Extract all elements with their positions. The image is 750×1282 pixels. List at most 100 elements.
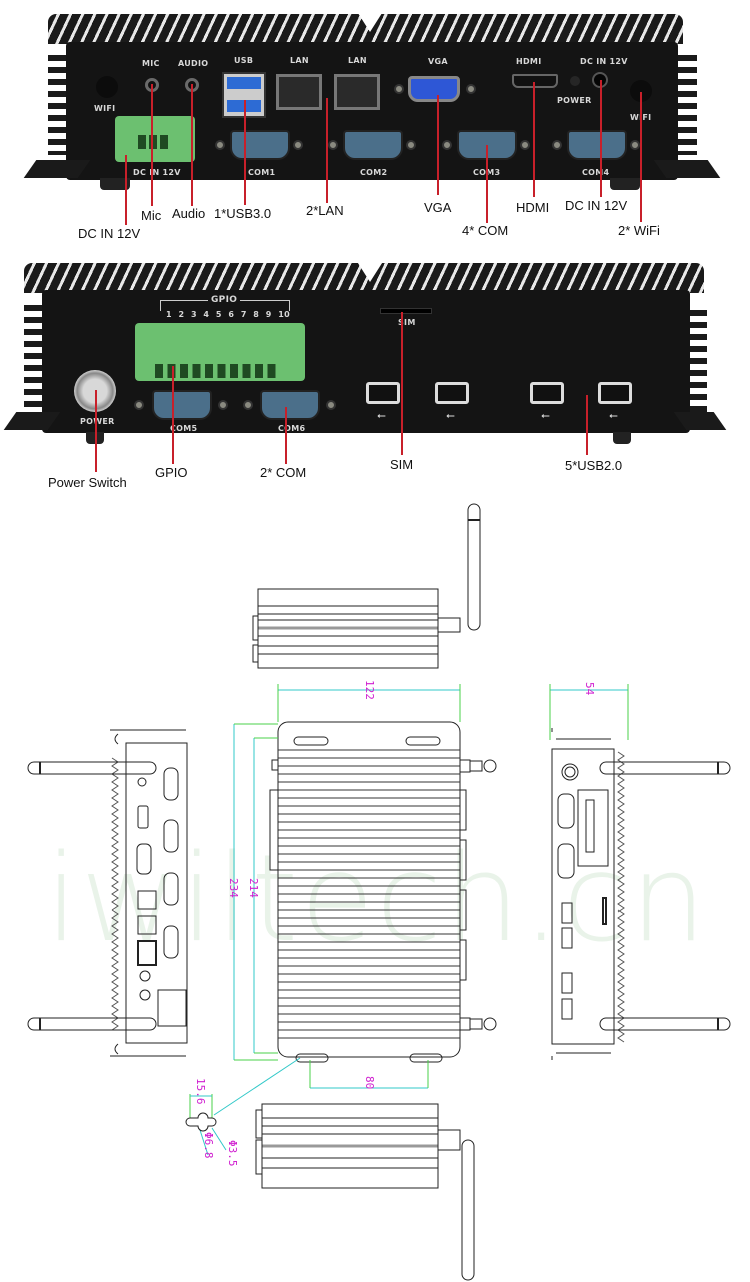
vga-screw-left bbox=[394, 84, 404, 94]
technical-drawing bbox=[27, 503, 731, 1281]
callout-line-usb2 bbox=[586, 395, 588, 455]
dim-width: 122 bbox=[363, 680, 376, 700]
top-view bbox=[269, 721, 497, 1063]
com3-screw-r bbox=[520, 140, 530, 150]
audio-label: AUDIO bbox=[178, 59, 209, 68]
hdmi-label: HDMI bbox=[516, 57, 542, 66]
com6-port[interactable] bbox=[260, 390, 320, 420]
callout-wifi: 2* WiFi bbox=[618, 223, 660, 238]
com5-screw-l bbox=[134, 400, 144, 410]
com1-label: COM1 bbox=[248, 168, 276, 177]
com1-screw-r bbox=[293, 140, 303, 150]
callout-line-sim bbox=[401, 312, 403, 455]
usb2-port-1[interactable] bbox=[366, 382, 400, 404]
vga-screw-right bbox=[466, 84, 476, 94]
usb-icon: ⭠ bbox=[609, 410, 618, 422]
gpio-pin-8: 8 bbox=[253, 310, 260, 319]
callout-hdmi: HDMI bbox=[516, 200, 550, 215]
dc-terminal-label: DC IN 12V bbox=[133, 168, 181, 177]
com2-screw-l bbox=[328, 140, 338, 150]
gpio-pin-5: 5 bbox=[215, 310, 222, 319]
callout-usb2: 5*USB2.0 bbox=[565, 458, 623, 473]
com4-screw-l bbox=[552, 140, 562, 150]
lan2-label: LAN bbox=[348, 56, 367, 65]
side-fins-right bbox=[685, 310, 707, 415]
usb2-port-3[interactable] bbox=[530, 382, 564, 404]
dim-slot-small-dia: Φ3.5 bbox=[226, 1140, 239, 1167]
side-fins-right bbox=[675, 55, 697, 155]
vga-port[interactable] bbox=[408, 76, 460, 102]
gpio-pin-3: 3 bbox=[190, 310, 197, 319]
wifi-left-label: WIFI bbox=[94, 104, 116, 113]
callout-line-lan bbox=[326, 98, 328, 203]
com1-port[interactable] bbox=[230, 130, 290, 160]
lan2-port[interactable] bbox=[334, 74, 380, 110]
com4-screw-r bbox=[630, 140, 640, 150]
wifi-right-connector bbox=[630, 80, 652, 102]
dim-depth: 54 bbox=[583, 682, 596, 696]
dim-slot-length: 15.6 bbox=[194, 1078, 207, 1105]
callout-dc-in-terminal: DC IN 12V bbox=[78, 226, 141, 241]
callout-com: 4* COM bbox=[462, 223, 509, 238]
callout-lan: 2*LAN bbox=[306, 203, 344, 218]
callout-line-vga bbox=[437, 95, 439, 195]
gpio-pin-9: 9 bbox=[265, 310, 272, 319]
callout-line-com bbox=[486, 145, 488, 223]
mount-flange-right bbox=[653, 160, 721, 178]
com2-port[interactable] bbox=[343, 130, 403, 160]
dc-in-top-label: DC IN 12V bbox=[580, 57, 628, 66]
com4-port[interactable] bbox=[567, 130, 627, 160]
dim-hole-spacing: 80 bbox=[363, 1076, 376, 1090]
com1-screw-l bbox=[215, 140, 225, 150]
callout-line-mic bbox=[151, 84, 153, 206]
usb-label: USB bbox=[234, 56, 254, 65]
callout-mic: Mic bbox=[141, 208, 162, 223]
side-fins-left bbox=[48, 55, 70, 155]
callout-line-usb3 bbox=[244, 100, 246, 205]
com5-screw-r bbox=[218, 400, 228, 410]
lan1-port[interactable] bbox=[276, 74, 322, 110]
usb2-port-4[interactable] bbox=[598, 382, 632, 404]
callout-com: 2* COM bbox=[260, 465, 307, 480]
usb3-port-top[interactable] bbox=[227, 77, 261, 89]
gpio-terminal-pins bbox=[155, 364, 280, 378]
rubber-foot-left bbox=[100, 178, 130, 190]
dimension-lines bbox=[189, 684, 629, 1156]
notch bbox=[356, 260, 384, 282]
side-fins-left bbox=[24, 305, 46, 415]
com4-label: COM4 bbox=[582, 168, 610, 177]
callout-audio: Audio bbox=[172, 206, 206, 221]
gpio-pin-4: 4 bbox=[203, 310, 210, 319]
com2-label: COM2 bbox=[360, 168, 388, 177]
wifi-left-connector bbox=[96, 76, 118, 98]
side-view-bottom bbox=[255, 1103, 475, 1281]
com6-screw-r bbox=[326, 400, 336, 410]
callout-line-com bbox=[285, 407, 287, 464]
keyhole-detail bbox=[185, 1112, 217, 1132]
com2-screw-r bbox=[406, 140, 416, 150]
com6-screw-l bbox=[243, 400, 253, 410]
com6-label: COM6 bbox=[278, 424, 306, 433]
callout-line-dc-terminal bbox=[125, 155, 127, 225]
dim-length-inner: 214 bbox=[247, 878, 260, 898]
vga-label: VGA bbox=[428, 57, 448, 66]
com3-screw-l bbox=[442, 140, 452, 150]
gpio-pin-7: 7 bbox=[240, 310, 247, 319]
gpio-pin-1: 1 bbox=[166, 310, 172, 319]
usb2-port-2[interactable] bbox=[435, 382, 469, 404]
callout-vga: VGA bbox=[424, 200, 452, 215]
callout-line-wifi bbox=[640, 92, 642, 222]
gpio-title: GPIO bbox=[208, 295, 241, 305]
sim-slot[interactable] bbox=[380, 308, 432, 314]
callout-line-audio bbox=[191, 84, 193, 206]
callout-line-hdmi bbox=[533, 82, 535, 197]
hdmi-port[interactable] bbox=[512, 74, 558, 88]
power-led-label: POWER bbox=[557, 96, 592, 105]
callout-dc-in-jack: DC IN 12V bbox=[565, 198, 628, 213]
sim-label: SIM bbox=[398, 318, 416, 327]
com5-port[interactable] bbox=[152, 390, 212, 420]
notch bbox=[356, 10, 384, 32]
dim-slot-large-dia: Φ6.8 bbox=[202, 1132, 215, 1159]
callout-power-switch: Power Switch bbox=[48, 475, 127, 490]
mic-label: MIC bbox=[142, 59, 160, 68]
